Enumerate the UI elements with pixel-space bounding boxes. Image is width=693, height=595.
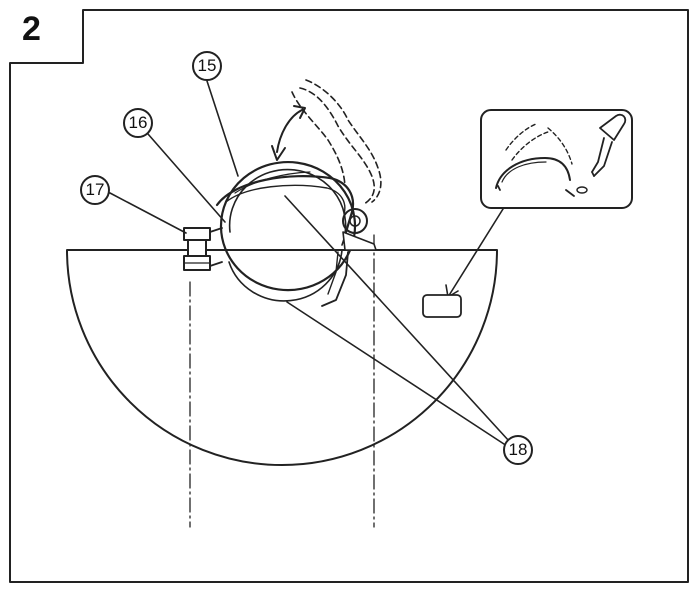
callout-16-clamp: 16: [123, 108, 153, 138]
clamp-band: [219, 161, 357, 302]
inset-pointer: [447, 208, 504, 298]
leader-15: [206, 80, 239, 177]
callout-15-lever: 15: [192, 51, 222, 81]
leader-18a: [284, 195, 510, 442]
callout-17-bolt: 17: [80, 175, 110, 205]
figure-frame: [9, 9, 689, 583]
leader-18b: [286, 301, 508, 447]
inset-detail: [480, 109, 633, 209]
clamp-bolt: [183, 227, 223, 271]
leader-16: [147, 133, 226, 223]
leader-17: [109, 192, 187, 234]
wheel-guard: [66, 249, 498, 466]
guard-label-plate: [422, 294, 462, 318]
lever-open-dashed: [291, 79, 382, 205]
step-number: 2: [22, 10, 41, 48]
motion-arrow: [271, 105, 306, 161]
callout-18-grease-points: 18: [503, 435, 533, 465]
clamp-lever: [215, 171, 377, 307]
